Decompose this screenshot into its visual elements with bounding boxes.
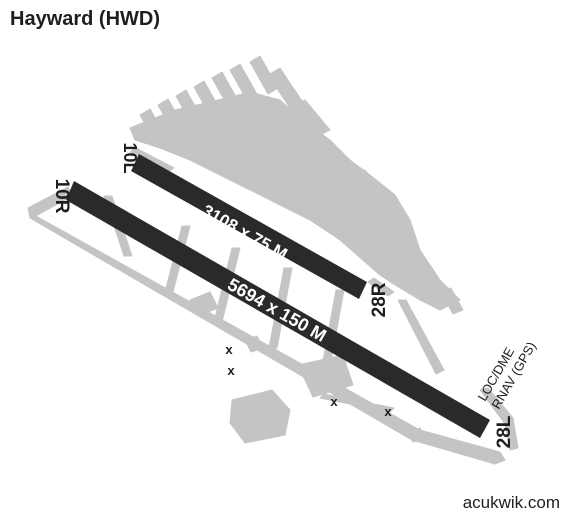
taxiway-network xyxy=(27,55,519,465)
runway-end-label-10l: 10L xyxy=(120,142,140,173)
runway-end-label-10r: 10R xyxy=(51,179,72,214)
closed-marker: x xyxy=(384,404,392,419)
runway-10r-28l-surface xyxy=(66,181,490,438)
closed-marker: x xyxy=(225,342,233,357)
runway-end-label-28l: 28L xyxy=(494,415,515,448)
runway-10l-28r-surface xyxy=(131,154,367,299)
closed-marker: x xyxy=(330,394,338,409)
closed-taxiway-markers: x x x x xyxy=(225,342,392,419)
approach-labels: LOC/DME RNAV (GPS) xyxy=(475,339,539,411)
airport-title: Hayward (HWD) xyxy=(10,8,161,30)
source-credit: acukwik.com xyxy=(462,493,560,512)
closed-marker: x xyxy=(227,363,235,378)
runway-end-label-28r: 28R xyxy=(369,282,390,317)
